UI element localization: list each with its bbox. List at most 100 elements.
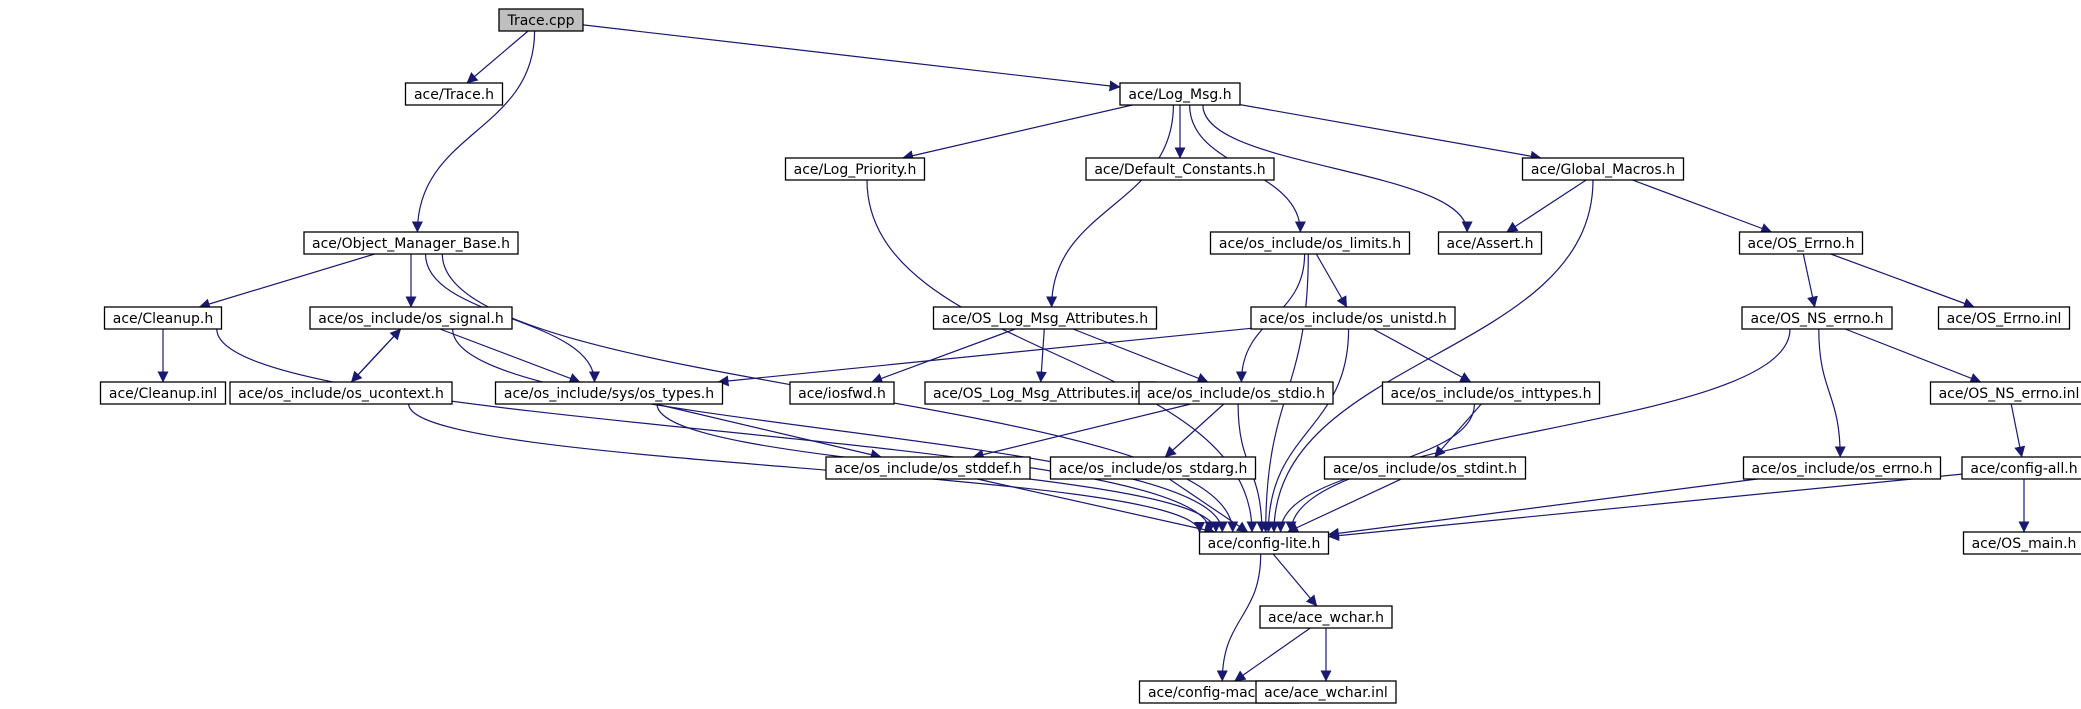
node-box[interactable] xyxy=(99,381,227,405)
node-os-log-msg-attributes-inl[interactable]: ace/OS_Log_Msg_Attributes.inl xyxy=(924,381,1156,405)
node-os-inttypes-h[interactable]: ace/os_include/os_inttypes.h xyxy=(1381,381,1601,405)
node-ace-wchar-h[interactable]: ace/ace_wchar.h xyxy=(1259,605,1393,629)
node-box[interactable] xyxy=(1198,531,1330,555)
node-box[interactable] xyxy=(229,381,453,405)
edge-os_stdint_h-to-config_lite_h xyxy=(1287,478,1402,533)
node-box[interactable] xyxy=(1738,231,1864,255)
node-box[interactable] xyxy=(103,306,223,330)
node-box[interactable] xyxy=(1323,456,1527,480)
node-label: ace/os_include/sys/os_types.h xyxy=(504,386,714,402)
node-box[interactable] xyxy=(1437,231,1543,255)
edge-trace_cpp-to-ace_trace_h xyxy=(466,30,529,84)
edge-os_unistd_h-to-os_inttypes_h xyxy=(1372,328,1472,383)
node-config-all-h[interactable]: ace/config-all.h xyxy=(1961,456,2081,480)
node-label: ace/iosfwd.h xyxy=(798,386,886,402)
node-box[interactable] xyxy=(404,82,504,106)
node-box[interactable] xyxy=(494,381,724,405)
node-os-stdio-h[interactable]: ace/os_include/os_stdio.h xyxy=(1138,381,1334,405)
node-config-lite-h[interactable]: ace/config-lite.h xyxy=(1198,531,1330,555)
node-ace-trace-h[interactable]: ace/Trace.h xyxy=(404,82,504,106)
node-box[interactable] xyxy=(1929,381,2081,405)
node-os-unistd-h[interactable]: ace/os_include/os_unistd.h xyxy=(1250,306,1456,330)
node-box[interactable] xyxy=(1962,531,2081,555)
node-cleanup-h[interactable]: ace/Cleanup.h xyxy=(103,306,223,330)
node-label: ace/Cleanup.h xyxy=(113,311,213,327)
edge-config_lite_h-to-ace_wchar_h xyxy=(1272,553,1318,607)
edge-os_include_os_errno_h-to-config_lite_h xyxy=(1327,478,1758,539)
node-object-manager-base-h[interactable]: ace/Object_Manager_Base.h xyxy=(303,231,519,255)
node-assert-h[interactable]: ace/Assert.h xyxy=(1437,231,1543,255)
node-os-limits-h[interactable]: ace/os_include/os_limits.h xyxy=(1209,231,1411,255)
node-label: ace/config-all.h xyxy=(1970,461,2077,477)
node-box[interactable] xyxy=(1255,680,1397,704)
node-box[interactable] xyxy=(498,8,584,32)
node-box[interactable] xyxy=(1741,306,1893,330)
edge-os_errno_h_top-to-os_ns_errno_h xyxy=(1802,253,1818,308)
node-box[interactable] xyxy=(303,231,519,255)
node-os-log-msg-attributes-h[interactable]: ace/OS_Log_Msg_Attributes.h xyxy=(932,306,1158,330)
node-box[interactable] xyxy=(1119,82,1241,106)
node-os-include-os-errno-h[interactable]: ace/os_include/os_errno.h xyxy=(1742,456,1942,480)
node-os-stdint-h[interactable]: ace/os_include/os_stdint.h xyxy=(1323,456,1527,480)
node-box[interactable] xyxy=(1250,306,1456,330)
node-os-stddef-h[interactable]: ace/os_include/os_stddef.h xyxy=(825,456,1031,480)
node-box[interactable] xyxy=(1381,381,1601,405)
node-log-priority-h[interactable]: ace/Log_Priority.h xyxy=(784,157,926,181)
node-box[interactable] xyxy=(1521,157,1685,181)
node-box[interactable] xyxy=(784,157,926,181)
edge-os_signal_h-to-sys_os_types_h xyxy=(439,328,581,384)
node-os-errno-inl[interactable]: ace/OS_Errno.inl xyxy=(1937,306,2071,330)
node-default-constants-h[interactable]: ace/Default_Constants.h xyxy=(1085,157,1275,181)
node-os-ucontext-h[interactable]: ace/os_include/os_ucontext.h xyxy=(229,381,453,405)
edge-config_lite_h-to-config_macros_h xyxy=(1216,553,1262,682)
node-box[interactable] xyxy=(932,306,1158,330)
node-os-ns-errno-h[interactable]: ace/OS_NS_errno.h xyxy=(1741,306,1893,330)
node-box[interactable] xyxy=(1085,157,1275,181)
node-ace-wchar-inl[interactable]: ace/ace_wchar.inl xyxy=(1255,680,1397,704)
node-trace-cpp[interactable]: Trace.cpp xyxy=(498,8,584,32)
node-sys-os-types-h[interactable]: ace/os_include/sys/os_types.h xyxy=(494,381,724,405)
node-box[interactable] xyxy=(1259,605,1393,629)
node-label: ace/Assert.h xyxy=(1447,236,1534,252)
node-global-macros-h[interactable]: ace/Global_Macros.h xyxy=(1521,157,1685,181)
edge-os_errno_h_top-to-os_errno_inl xyxy=(1830,253,1975,309)
edge-os_log_msg_attributes_h-to-iosfwd_h xyxy=(871,328,1016,384)
node-os-main-h[interactable]: ace/OS_main.h xyxy=(1962,531,2081,555)
edge-log_msg_h-to-global_macros_h xyxy=(1239,104,1542,162)
node-box[interactable] xyxy=(1209,231,1411,255)
edge-os_stdarg_h-to-config_lite_h xyxy=(1168,478,1249,533)
node-label: ace/os_include/os_unistd.h xyxy=(1259,311,1446,327)
node-label: ace/ace_wchar.h xyxy=(1268,610,1384,626)
node-label: ace/OS_Errno.h xyxy=(1748,236,1855,252)
node-cleanup-inl[interactable]: ace/Cleanup.inl xyxy=(99,381,227,405)
node-box[interactable] xyxy=(1742,456,1942,480)
node-label: ace/OS_Log_Msg_Attributes.inl xyxy=(933,386,1147,402)
edge-log_msg_h-to-os_log_msg_attributes_h xyxy=(1046,104,1174,308)
node-box[interactable] xyxy=(1138,381,1334,405)
edge-global_macros_h-to-assert_h xyxy=(1506,179,1587,233)
node-label: ace/Trace.h xyxy=(414,87,494,103)
node-os-ns-errno-inl[interactable]: ace/OS_NS_errno.inl xyxy=(1929,381,2081,405)
node-box[interactable] xyxy=(309,306,513,330)
node-log-msg-h[interactable]: ace/Log_Msg.h xyxy=(1119,82,1241,106)
node-label: ace/os_include/os_stdint.h xyxy=(1333,461,1517,477)
node-box[interactable] xyxy=(825,456,1031,480)
node-iosfwd-h[interactable]: ace/iosfwd.h xyxy=(789,381,895,405)
node-box[interactable] xyxy=(1961,456,2081,480)
node-box[interactable] xyxy=(1049,456,1257,480)
node-label: ace/os_include/os_ucontext.h xyxy=(238,386,444,402)
edge-os_ucontext_h-to-config_lite_h xyxy=(408,403,1205,534)
node-os-stdarg-h[interactable]: ace/os_include/os_stdarg.h xyxy=(1049,456,1257,480)
edge-os_unistd_h-to-config_lite_h xyxy=(1262,328,1350,533)
node-os-errno-h-top[interactable]: ace/OS_Errno.h xyxy=(1738,231,1864,255)
node-box[interactable] xyxy=(1937,306,2071,330)
edge-config_all_h-to-config_lite_h xyxy=(1327,473,1963,542)
edge-layer xyxy=(157,24,2030,682)
node-label: ace/ace_wchar.inl xyxy=(1264,685,1388,701)
node-box[interactable] xyxy=(789,381,895,405)
node-layer: Trace.cpp ace/Trace.h ace/Log_Msg.h ace/Log… xyxy=(99,8,2081,704)
node-label: ace/os_include/os_stddef.h xyxy=(834,461,1021,477)
edge-log_msg_h-to-log_priority_h xyxy=(902,104,1133,162)
node-os-signal-h[interactable]: ace/os_include/os_signal.h xyxy=(309,306,513,330)
